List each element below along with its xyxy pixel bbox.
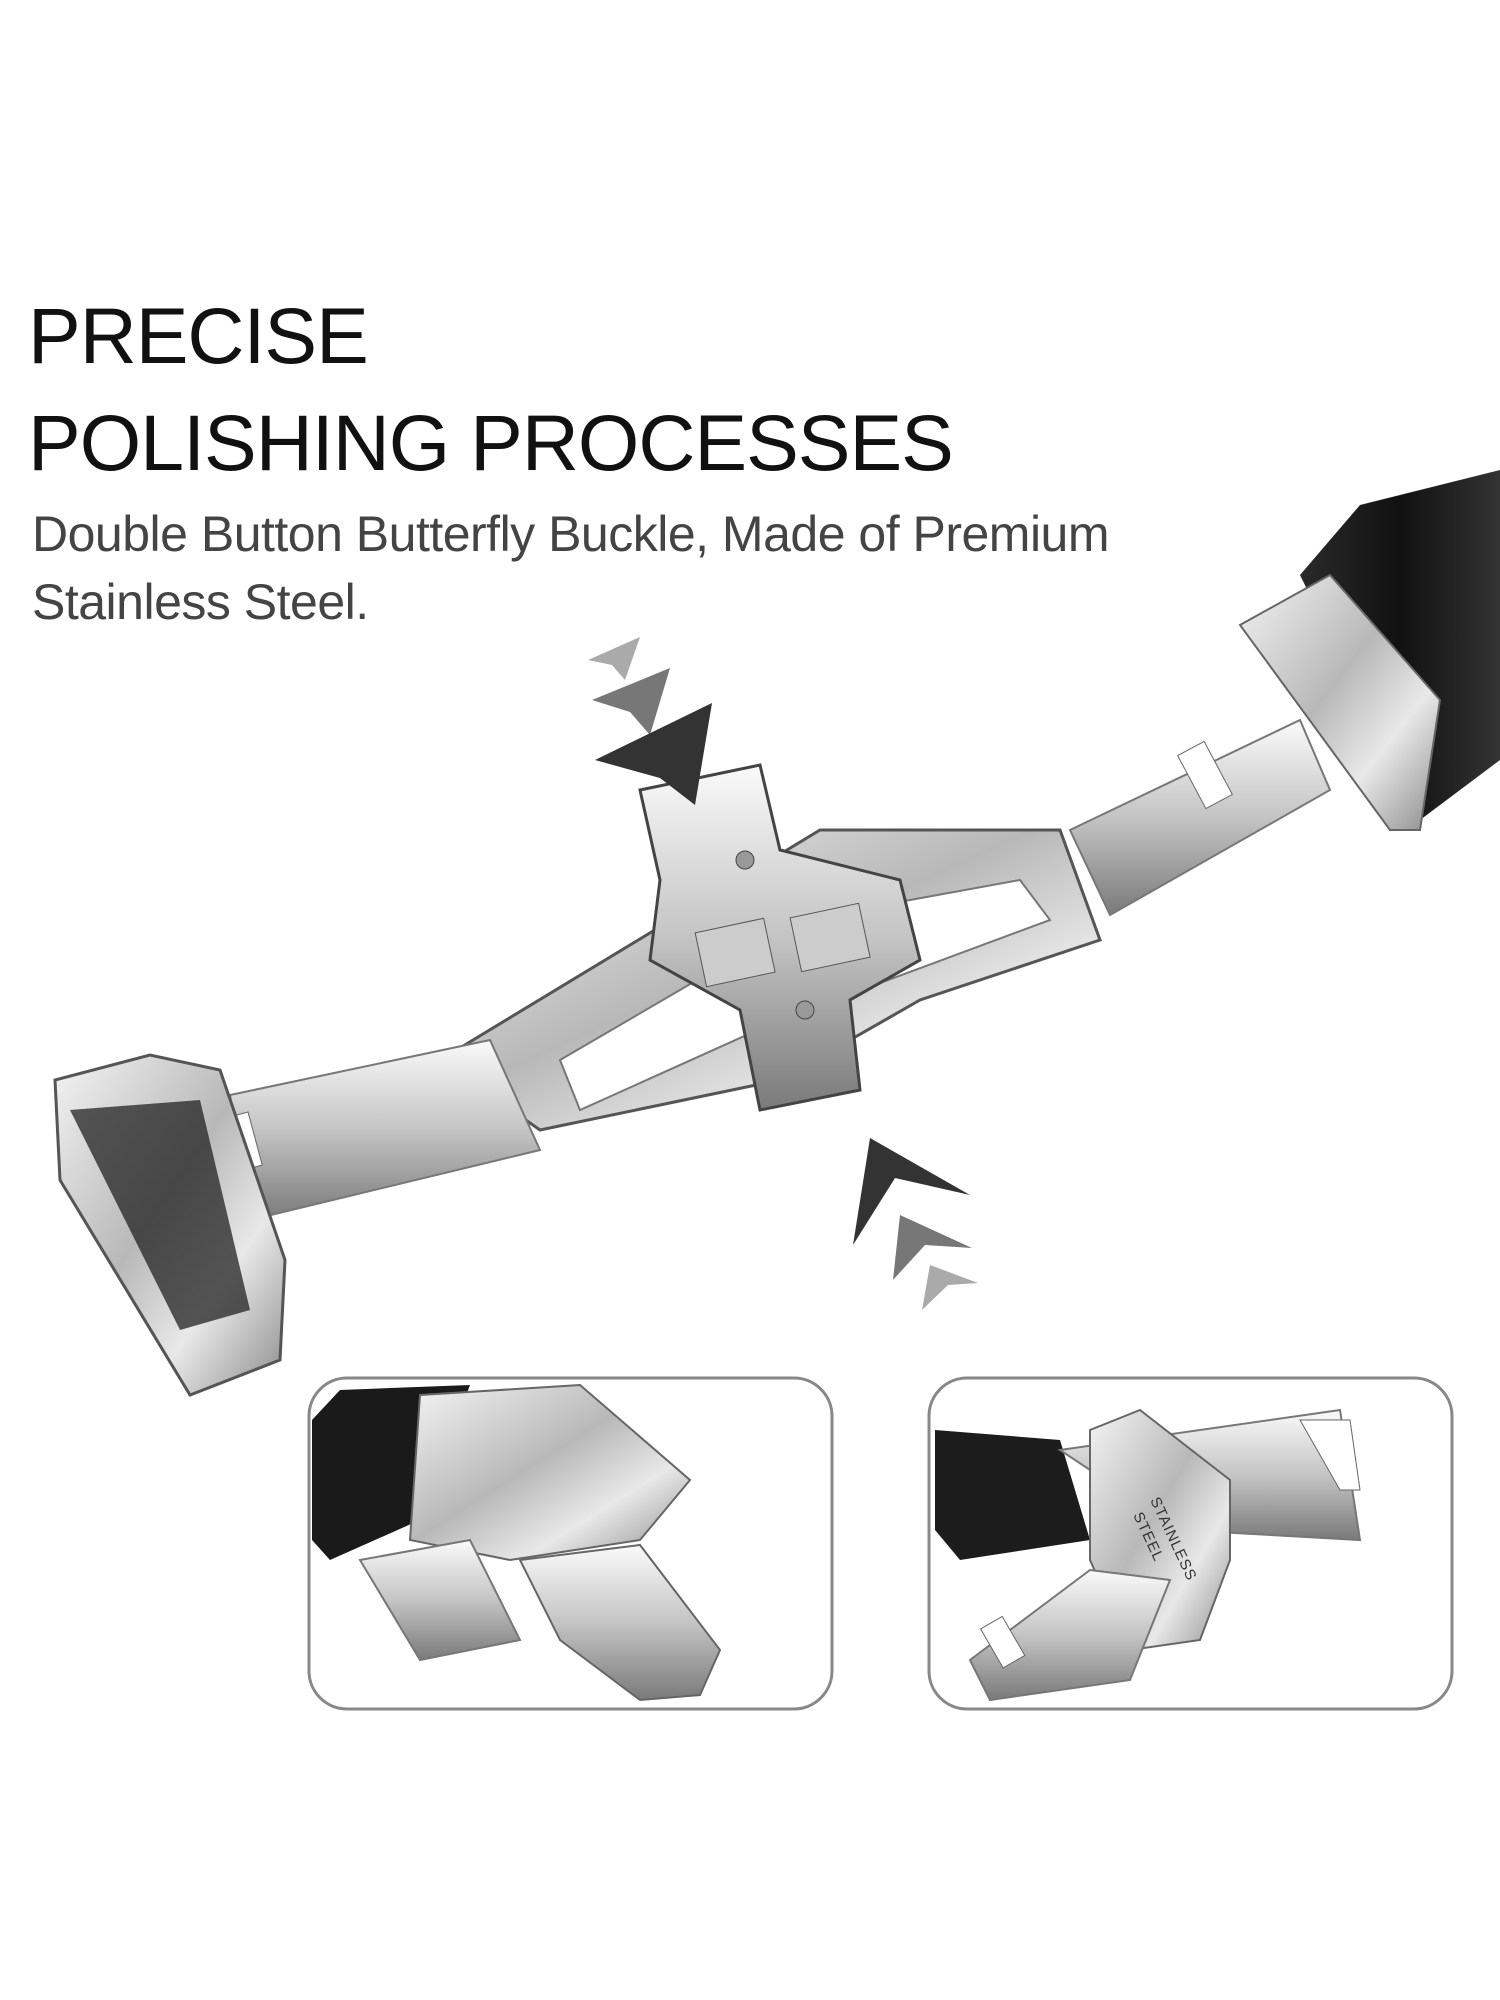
inset-buckle-closed-side <box>307 1376 834 1711</box>
description-line-1: Double Button Butterfly Buckle, Made of … <box>32 506 1110 562</box>
button-pin-top <box>735 850 755 870</box>
press-arrows-top <box>588 637 712 805</box>
buckle-end-cap-right <box>1238 573 1442 831</box>
button-pin-bottom <box>795 1000 815 1020</box>
press-arrows-bottom <box>853 1138 978 1310</box>
arrow-dark-icon <box>595 703 712 805</box>
description-line-2: Stainless Steel. <box>32 574 369 630</box>
inset-buckle-stamped-side: STAINLESS STEEL <box>927 1376 1454 1711</box>
arrow-dark-icon <box>853 1138 970 1245</box>
arrow-mid-icon <box>893 1215 972 1280</box>
headline-line-2: POLISHING PROCESSES <box>28 398 954 487</box>
headline-line-1: PRECISE <box>28 291 369 380</box>
product-description: Double Button Butterfly Buckle, Made of … <box>32 500 1272 636</box>
butterfly-center-plate <box>638 763 922 1112</box>
buckle-link-right <box>1068 718 1332 917</box>
buckle-link-left <box>228 1038 542 1222</box>
arrow-light-icon <box>922 1265 978 1310</box>
leather-strap <box>1300 470 1500 820</box>
arrow-mid-icon <box>592 668 670 735</box>
arrow-light-icon <box>588 637 640 680</box>
